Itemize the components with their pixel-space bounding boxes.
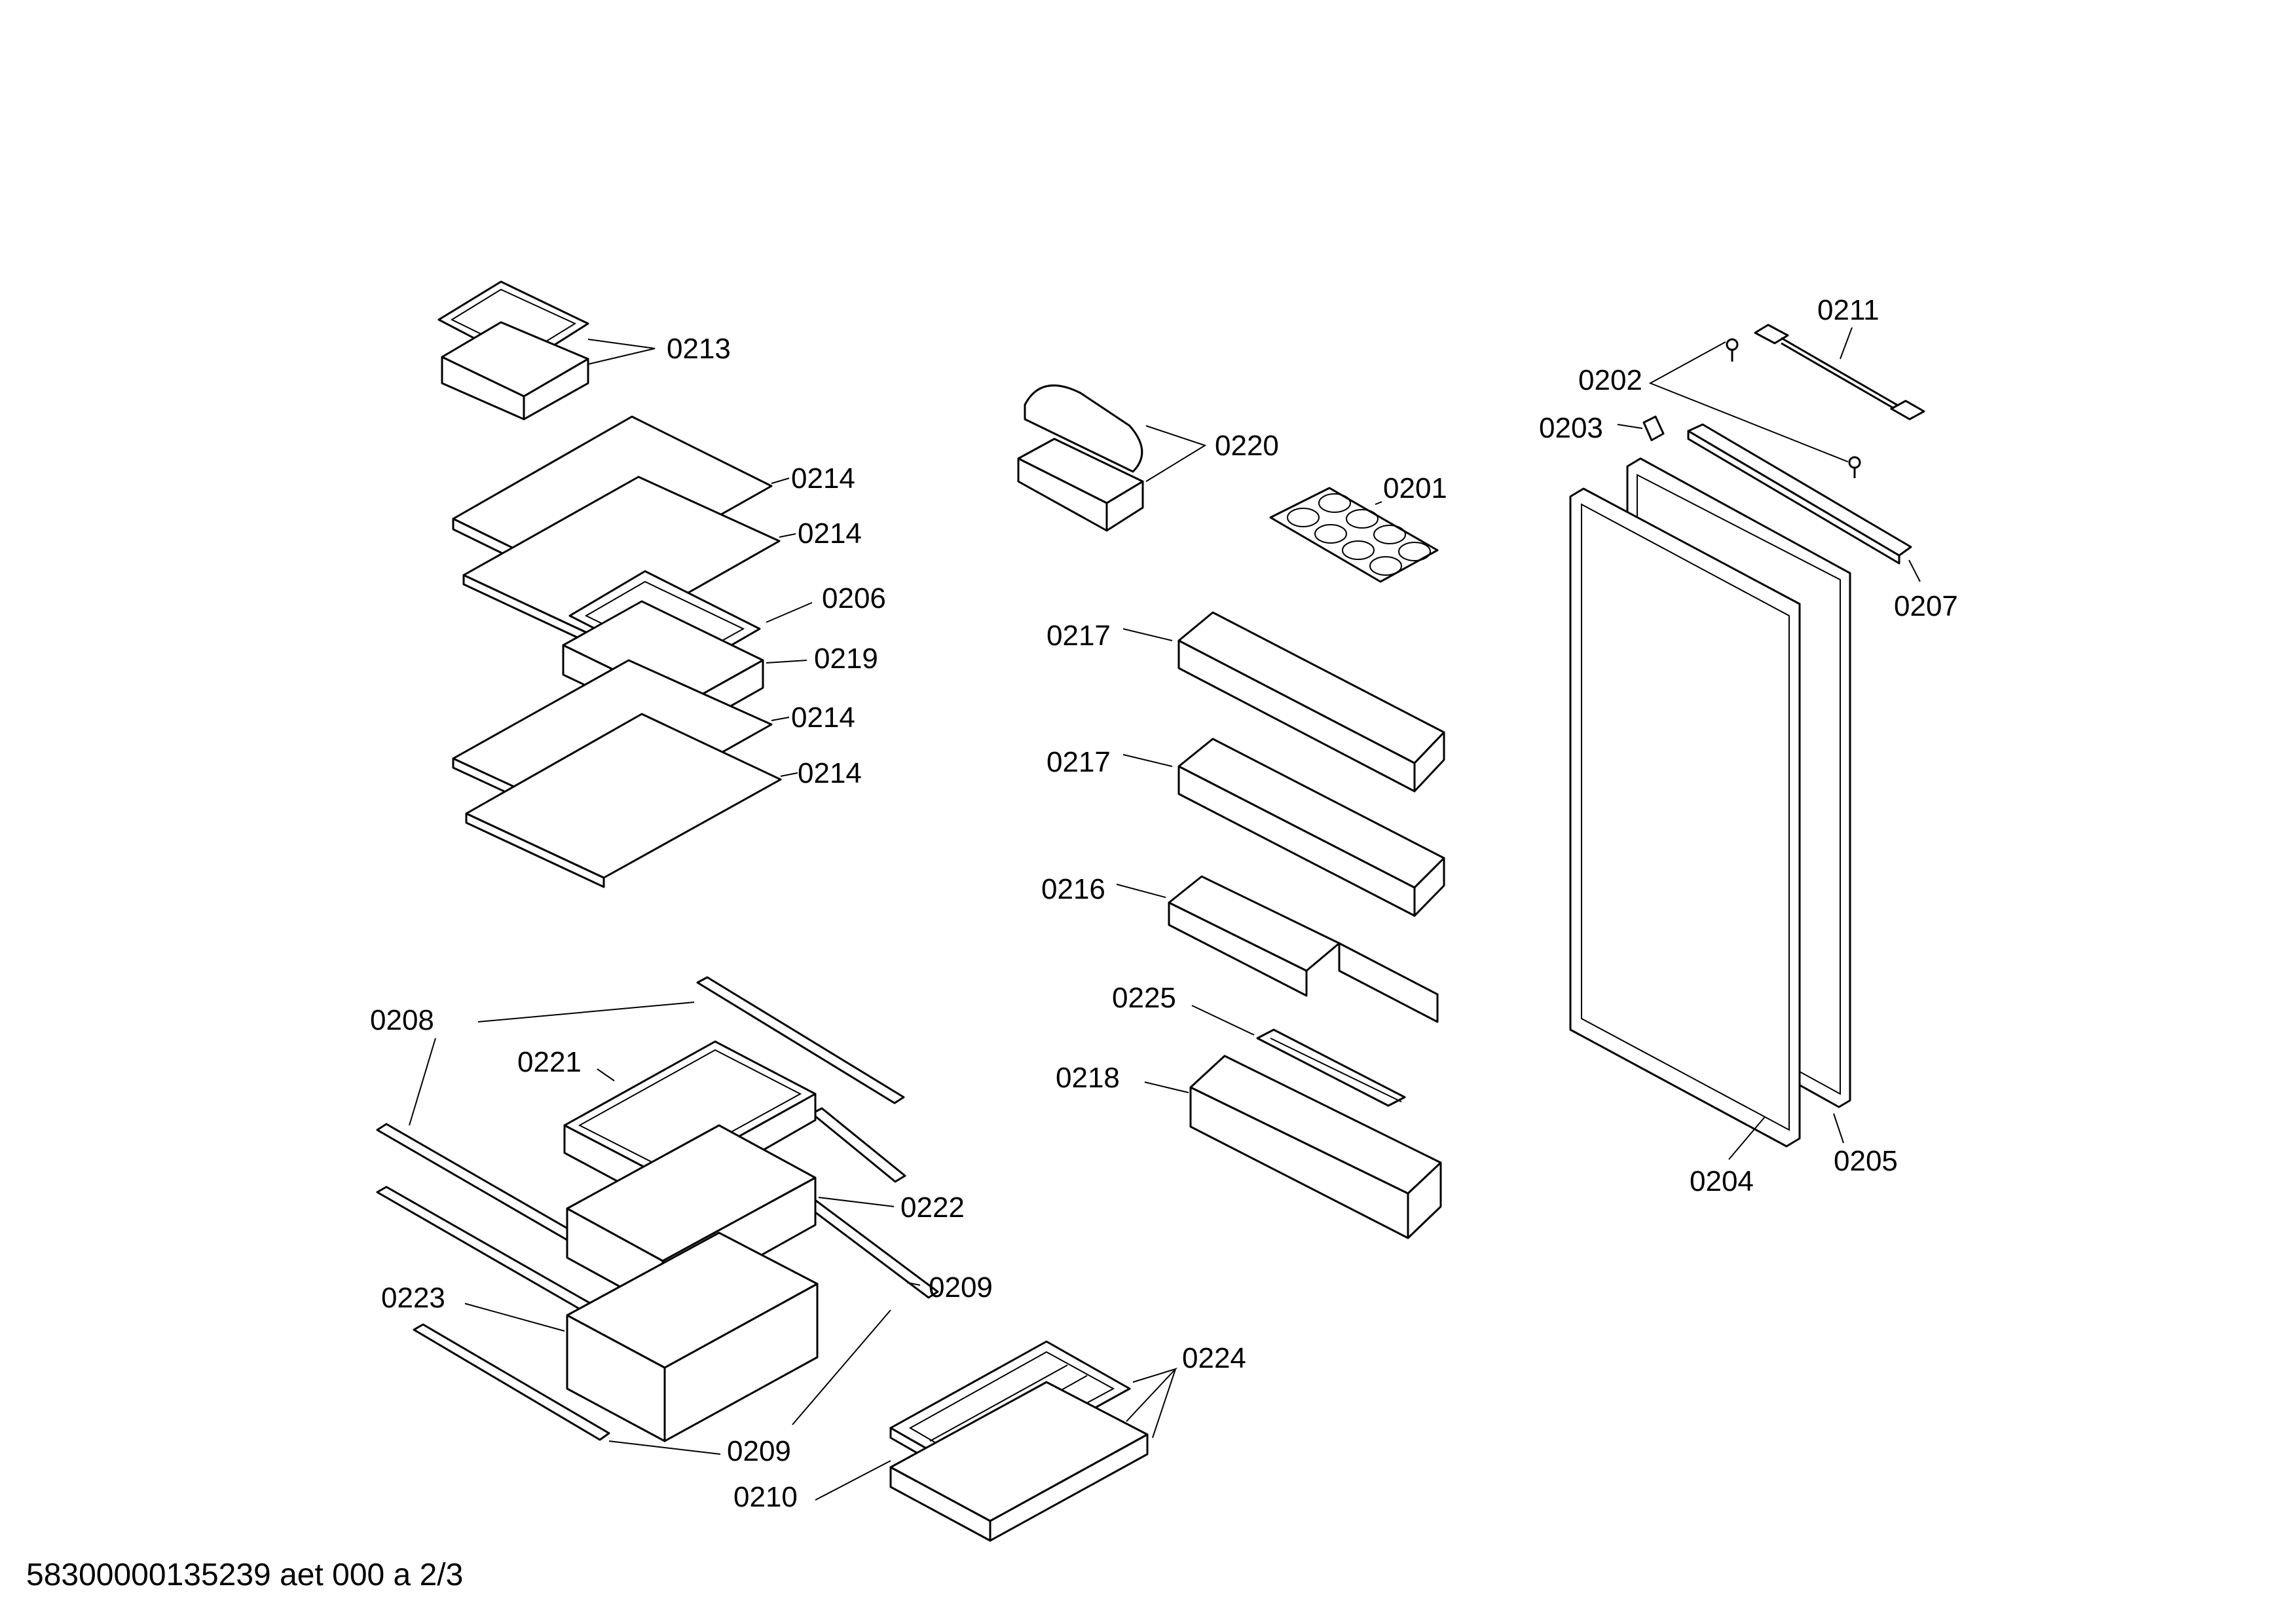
label-0225: 0225 bbox=[1112, 982, 1176, 1014]
leader-0224 bbox=[1126, 1367, 1178, 1422]
leader-0201 bbox=[1375, 501, 1382, 505]
label-0224: 0224 bbox=[1182, 1342, 1246, 1374]
part-0209-rail-bottom bbox=[413, 1323, 610, 1441]
label-0213: 0213 bbox=[667, 333, 731, 365]
part-0218-bottle-shelf bbox=[1189, 1055, 1442, 1239]
leader-0203 bbox=[1617, 424, 1643, 429]
document-reference: 58300000135239 aet 000 a 2/3 bbox=[26, 1558, 463, 1592]
leader-0221 bbox=[597, 1068, 615, 1081]
label-0223: 0223 bbox=[381, 1282, 445, 1314]
leader-0222 bbox=[818, 1197, 895, 1207]
leader-0206 bbox=[766, 602, 813, 623]
leader-0219 bbox=[766, 660, 807, 664]
leader-0223 bbox=[464, 1303, 565, 1332]
label-0208: 0208 bbox=[370, 1004, 434, 1036]
leader-0208 bbox=[477, 1002, 695, 1023]
part-0223-crisper-large bbox=[566, 1231, 819, 1442]
label-0221: 0221 bbox=[517, 1046, 582, 1078]
leader-0220 bbox=[1145, 425, 1207, 482]
leader-0211 bbox=[1840, 327, 1853, 360]
leader-0214d bbox=[780, 772, 798, 777]
leader-0218 bbox=[1144, 1081, 1189, 1093]
label-0202: 0202 bbox=[1578, 364, 1642, 396]
part-0214-glass-shelf-lower bbox=[465, 713, 782, 888]
label-0219: 0219 bbox=[814, 643, 878, 675]
label-0220: 0220 bbox=[1215, 430, 1279, 462]
label-0210: 0210 bbox=[733, 1481, 798, 1513]
leader-0225 bbox=[1191, 1005, 1255, 1036]
part-0211-connection-cable bbox=[1754, 324, 1925, 421]
leader-0224b bbox=[1152, 1368, 1176, 1438]
part-0217-door-bin-lower bbox=[1177, 738, 1445, 917]
part-0216-small-bin bbox=[1168, 875, 1439, 1023]
leader-0204 bbox=[1728, 1116, 1766, 1160]
label-0216: 0216 bbox=[1041, 873, 1105, 905]
label-0214c: 0214 bbox=[791, 702, 855, 734]
leader-0205 bbox=[1833, 1113, 1844, 1144]
part-0220-butter-compartment bbox=[1017, 384, 1144, 532]
part-0201-egg-tray bbox=[1269, 487, 1439, 583]
part-0204-door-gasket bbox=[1569, 487, 1801, 1148]
leader-0216 bbox=[1116, 884, 1166, 898]
label-0217a: 0217 bbox=[1046, 620, 1111, 652]
leader-0207 bbox=[1908, 559, 1921, 582]
leader-0210 bbox=[815, 1460, 891, 1501]
leader-0208b bbox=[409, 1038, 436, 1126]
label-0222: 0222 bbox=[900, 1192, 965, 1224]
label-0205: 0205 bbox=[1834, 1145, 1898, 1177]
part-0207-hinge-bracket bbox=[1687, 423, 1912, 565]
part-0203-clip bbox=[1642, 415, 1665, 441]
part-0210-base-tray bbox=[889, 1381, 1149, 1542]
leader-0217b bbox=[1122, 754, 1173, 767]
label-0204: 0204 bbox=[1690, 1165, 1754, 1197]
part-0225-bottle-retainer bbox=[1256, 1028, 1406, 1107]
leader-0202 bbox=[1648, 341, 1849, 462]
leader-0209b bbox=[792, 1309, 891, 1425]
part-0213-tray-and-lid bbox=[437, 280, 589, 421]
leader-0214a bbox=[771, 478, 790, 484]
label-0206: 0206 bbox=[822, 582, 886, 614]
leader-0217a bbox=[1122, 628, 1173, 641]
leader-0213 bbox=[587, 339, 656, 365]
label-0209a: 0209 bbox=[929, 1271, 993, 1304]
leader-0209c bbox=[608, 1440, 721, 1455]
label-0217b: 0217 bbox=[1046, 746, 1111, 778]
part-0217-door-bin-upper bbox=[1177, 611, 1445, 793]
leader-0209a bbox=[906, 1282, 921, 1286]
label-0209b: 0209 bbox=[727, 1435, 791, 1467]
label-0207: 0207 bbox=[1894, 590, 1958, 622]
label-0211: 0211 bbox=[1817, 294, 1879, 326]
label-0214d: 0214 bbox=[798, 757, 862, 789]
label-0218: 0218 bbox=[1056, 1062, 1120, 1094]
label-0201: 0201 bbox=[1383, 472, 1447, 504]
leader-0214b bbox=[779, 533, 796, 538]
part-0208-rail-upper bbox=[696, 976, 905, 1104]
label-0203: 0203 bbox=[1539, 412, 1603, 444]
leader-0214c bbox=[771, 717, 790, 721]
label-0214b: 0214 bbox=[798, 517, 862, 550]
label-0214a: 0214 bbox=[791, 462, 855, 495]
part-0202-screws bbox=[1726, 338, 1861, 478]
part-0208-rail-mid bbox=[811, 1107, 906, 1183]
